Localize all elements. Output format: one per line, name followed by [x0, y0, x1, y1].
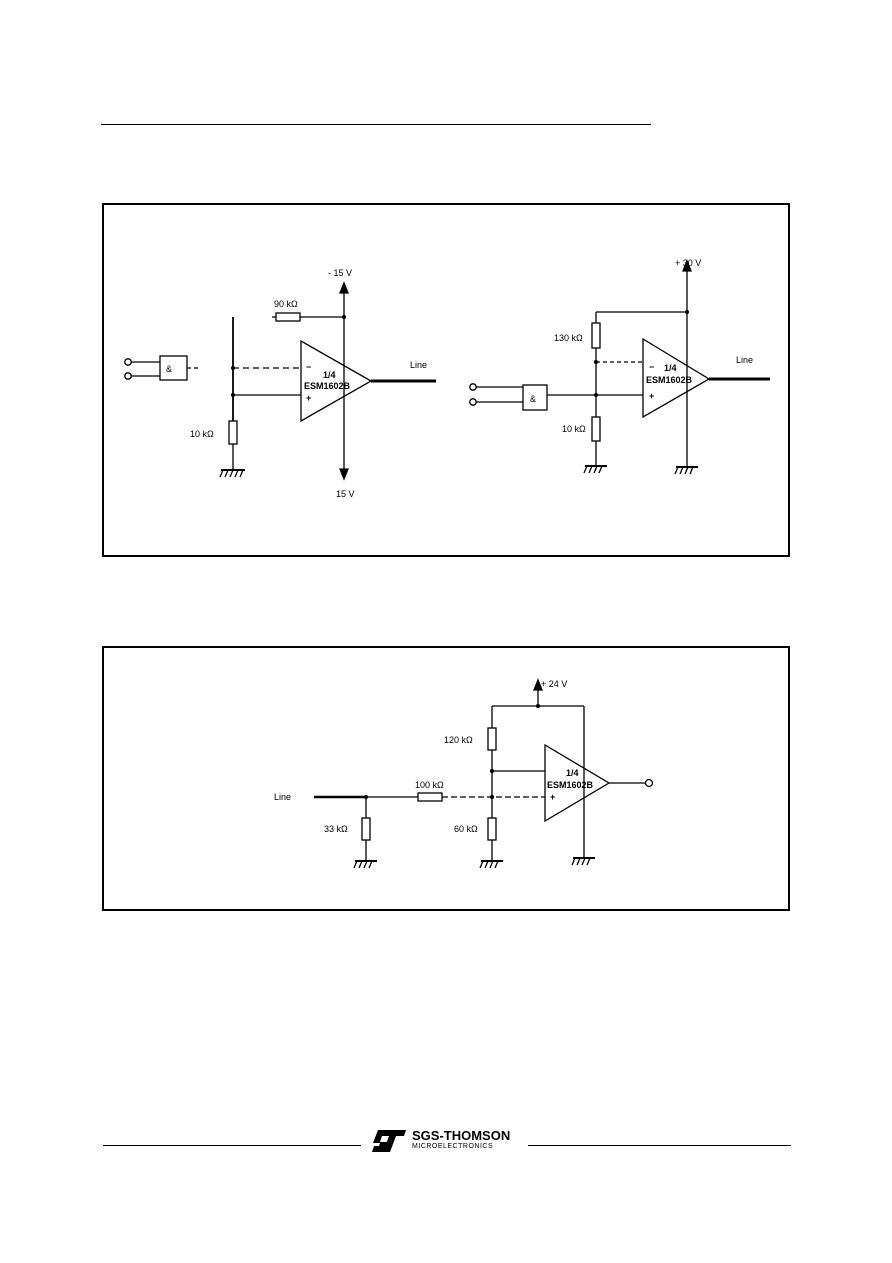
footer-rule: [103, 1145, 361, 1146]
resistor-label: 33 kΩ: [324, 824, 348, 834]
resistor-60k: [487, 817, 497, 841]
resistor-10k-right: [591, 416, 601, 442]
output-label: Line: [410, 360, 427, 370]
gate-label: &: [530, 394, 536, 404]
figure-panel-2: + 24 V Line 100 kΩ 33 kΩ 120 kΩ 60 kΩ 1/…: [102, 646, 790, 911]
opamp-fraction: 1/4: [664, 363, 677, 373]
st-logo-icon: [372, 1130, 406, 1152]
supply-label: + 30 V: [675, 258, 701, 268]
resistor-10k: [228, 420, 238, 445]
gate-label: &: [166, 364, 172, 374]
resistor-33k: [361, 817, 371, 841]
resistor-130k: [591, 322, 601, 349]
opamp-bottom: [544, 743, 611, 823]
opamp-fraction: 1/4: [566, 768, 579, 778]
input-terminal: [124, 358, 132, 366]
and-gate: [159, 355, 188, 381]
and-gate: [522, 384, 548, 411]
resistor-120k: [487, 727, 497, 751]
output-terminal: [644, 778, 654, 788]
brand-logo: SGS-THOMSON MICROELECTRONICS: [370, 1128, 525, 1154]
resistor-label: 60 kΩ: [454, 824, 478, 834]
supply-label: - 15 V: [328, 268, 352, 278]
resistor-label: 10 kΩ: [190, 429, 214, 439]
resistor-label: 10 kΩ: [562, 424, 586, 434]
resistor-90k: [275, 312, 301, 322]
opamp-minus: −: [306, 362, 311, 372]
supply-label: + 24 V: [541, 679, 567, 689]
brand-subtitle: MICROELECTRONICS: [412, 1143, 494, 1150]
supply-label: 15 V: [336, 489, 355, 499]
opamp-plus: +: [550, 792, 555, 802]
resistor-label: 130 kΩ: [554, 333, 583, 343]
opamp-fraction: 1/4: [323, 370, 336, 380]
opamp-right: [642, 337, 711, 419]
resistor-100k: [417, 792, 443, 802]
resistor-label: 100 kΩ: [415, 780, 444, 790]
input-terminal: [469, 398, 477, 406]
schematic-2: + 24 V Line 100 kΩ 33 kΩ 120 kΩ 60 kΩ 1/…: [274, 678, 654, 869]
output-label: Line: [736, 355, 753, 365]
resistor-label: 120 kΩ: [444, 735, 473, 745]
header-rule: [101, 124, 651, 125]
input-label: Line: [274, 792, 291, 802]
schematic-1: & - 15 V 15 V 90 kΩ 10 kΩ 1/4 ESM1602B −…: [124, 258, 770, 499]
brand-name: SGS-THOMSON: [412, 1128, 511, 1143]
footer-rule: [528, 1145, 791, 1146]
input-terminal: [124, 372, 132, 380]
opamp-minus: −: [649, 362, 654, 372]
resistor-label: 90 kΩ: [274, 299, 298, 309]
figure-panel-1: & - 15 V 15 V 90 kΩ 10 kΩ 1/4 ESM1602B −…: [102, 203, 790, 557]
opamp-plus: +: [306, 393, 311, 403]
opamp-part: ESM1602B: [646, 375, 693, 385]
input-terminal: [469, 383, 477, 391]
opamp-part: ESM1602B: [547, 780, 594, 790]
opamp-plus: +: [649, 391, 654, 401]
opamp-left: [300, 339, 373, 423]
opamp-part: ESM1602B: [304, 381, 351, 391]
